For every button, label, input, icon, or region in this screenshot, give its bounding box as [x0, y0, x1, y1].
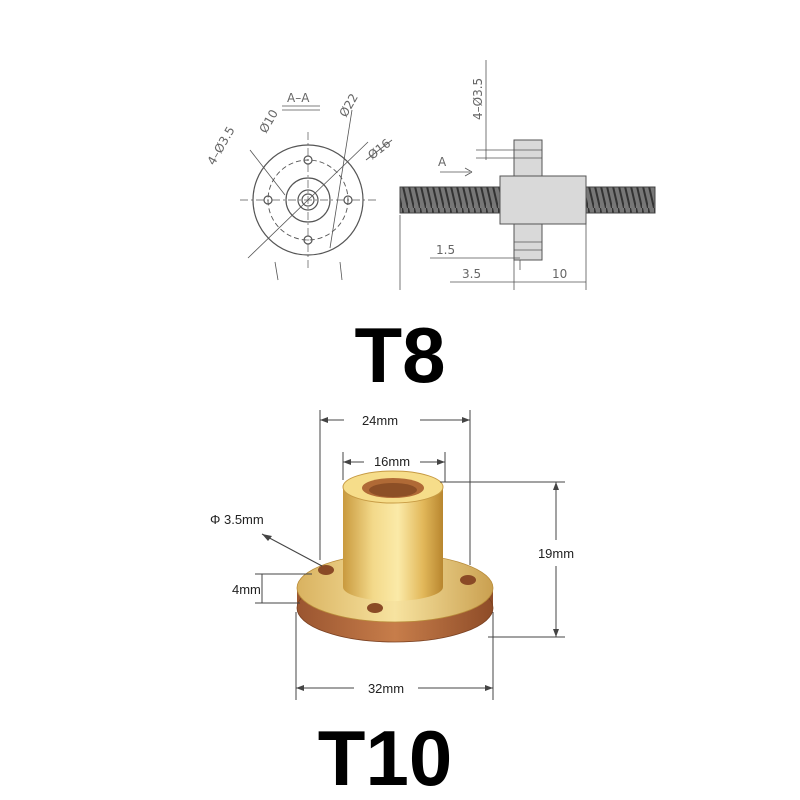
t8-dim-b: 3.5: [462, 267, 481, 281]
t10-dim-height: 19mm: [538, 546, 574, 561]
t10-mount-hole: [318, 565, 334, 575]
t8-boss-circle: [285, 177, 331, 223]
t8-side-holes-label: 4–Ø3.5: [471, 78, 485, 120]
t10-mount-hole: [460, 575, 476, 585]
t8-dim-a: 1.5: [436, 243, 455, 257]
t8-section-label: A–A: [287, 91, 310, 105]
t10-bore-inner: [369, 483, 417, 497]
t10-dim-top-width: 24mm: [362, 413, 398, 428]
t8-bore-label: Ø10: [256, 107, 280, 135]
t8-nut-body: [499, 175, 587, 225]
t10-heading: T10: [318, 714, 452, 800]
t8-pcd-label: Ø16: [365, 136, 393, 162]
t8-bore-circle: [297, 189, 319, 211]
t8-holes-label: 4–Ø3.5: [204, 124, 237, 168]
t10-dim-boss-width: 16mm: [374, 454, 410, 469]
t8-side-view: [399, 60, 656, 290]
t10-dim-flange-thickness: 4mm: [232, 582, 261, 597]
t10-dim-hole: Φ 3.5mm: [210, 512, 264, 527]
t10-dimension-lines: [255, 410, 565, 700]
t8-heading: T8: [354, 311, 445, 399]
t8-bore-inner: [301, 193, 315, 207]
t8-front-view: [240, 105, 393, 281]
t8-section-marker: A: [438, 155, 447, 169]
t10-mount-hole: [367, 603, 383, 613]
t10-boss-body: [343, 487, 443, 587]
t10-nut-illustration: [296, 470, 494, 643]
t8-dim-c: 10: [552, 267, 567, 281]
t8-outer-label: Ø22: [336, 91, 360, 119]
t10-boss-base: [343, 573, 443, 601]
t10-arrowheads: [262, 417, 559, 691]
t10-dim-flange-diameter: 32mm: [368, 681, 404, 696]
